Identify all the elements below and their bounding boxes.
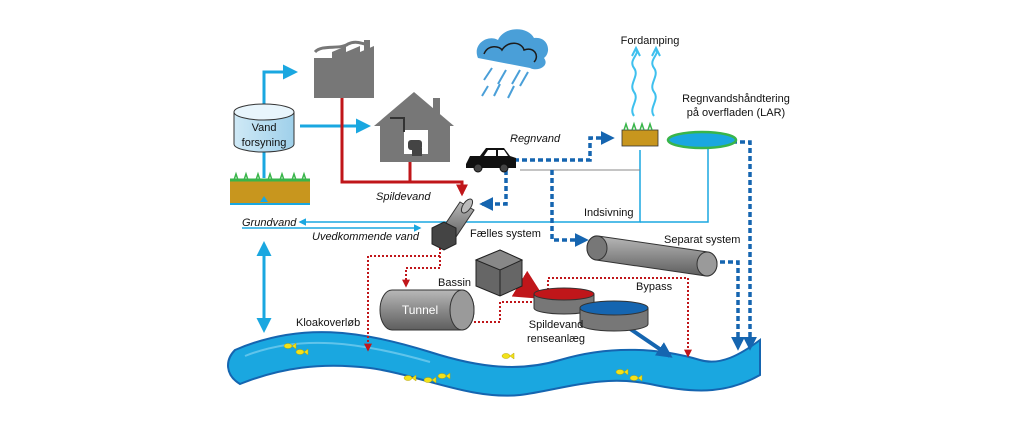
tunnel-label: Tunnel	[402, 303, 438, 317]
river	[227, 331, 761, 397]
factory-icon	[313, 40, 374, 98]
basin-label: Bassin	[438, 277, 471, 289]
lar-soil-box	[621, 121, 659, 147]
evaporation-label: Fordamping	[621, 35, 680, 47]
wastewater-lines	[340, 98, 468, 197]
house-icon	[374, 92, 454, 162]
inflow-water-label: Uvedkommende vand	[312, 231, 420, 243]
lar-label-2: på overfladen (LAR)	[687, 107, 785, 119]
rain-cloud-icon	[476, 29, 549, 99]
combined-system-label: Fælles system	[470, 228, 541, 240]
overflow-lines	[364, 248, 692, 358]
soil-block	[230, 171, 310, 205]
infiltration-lines	[242, 148, 709, 232]
water-supply-label-1: Vand	[252, 122, 277, 134]
stormwater-lines	[479, 131, 757, 351]
rainwater-label: Regnvand	[510, 133, 561, 145]
water-supply-lines	[262, 64, 371, 178]
combined-system-pipe	[431, 198, 475, 251]
basin-icon	[474, 249, 524, 297]
wastewater-label: Spildevand	[376, 191, 431, 203]
treatment-label-1: Spildevand	[529, 319, 583, 331]
separate-system-pipe	[586, 235, 718, 277]
lar-pond	[666, 130, 738, 150]
sewer-overflow-label: Kloakoverløb	[296, 317, 360, 329]
bypass-label: Bypass	[636, 281, 673, 293]
water-supply-label-2: forsyning	[242, 137, 287, 149]
fish-icon	[283, 342, 643, 384]
infiltration-label: Indsivning	[584, 207, 634, 219]
evaporation-icon	[631, 45, 661, 117]
groundwater-label: Grundvand	[242, 217, 297, 229]
car-icon	[466, 148, 516, 173]
separate-system-label: Separat system	[664, 234, 740, 246]
water-supply-tank	[233, 103, 295, 153]
lar-label-1: Regnvandshåndtering	[682, 93, 790, 105]
treatment-label-2: renseanlæg	[527, 333, 585, 345]
tunnel-icon	[379, 289, 475, 331]
treatment-plant	[533, 287, 649, 332]
